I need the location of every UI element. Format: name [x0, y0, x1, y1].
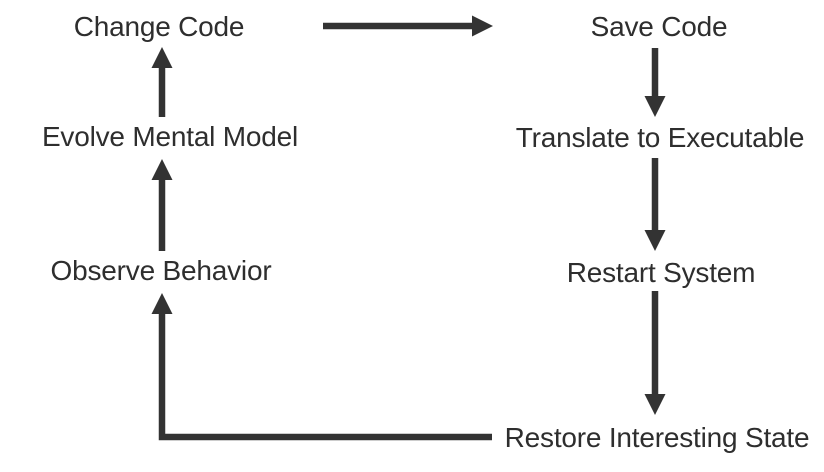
- arrow-restore-to-observe: [151, 293, 492, 441]
- node-evolve-mental-model: Evolve Mental Model: [41, 120, 299, 152]
- node-restart-system: Restart System: [566, 256, 756, 288]
- node-observe-behavior: Observe Behavior: [50, 254, 272, 286]
- node-translate-to-executable: Translate to Executable: [515, 121, 805, 153]
- node-restore-interesting-state: Restore Interesting State: [504, 421, 810, 453]
- node-change-code: Change Code: [73, 10, 245, 42]
- node-save-code: Save Code: [590, 10, 728, 42]
